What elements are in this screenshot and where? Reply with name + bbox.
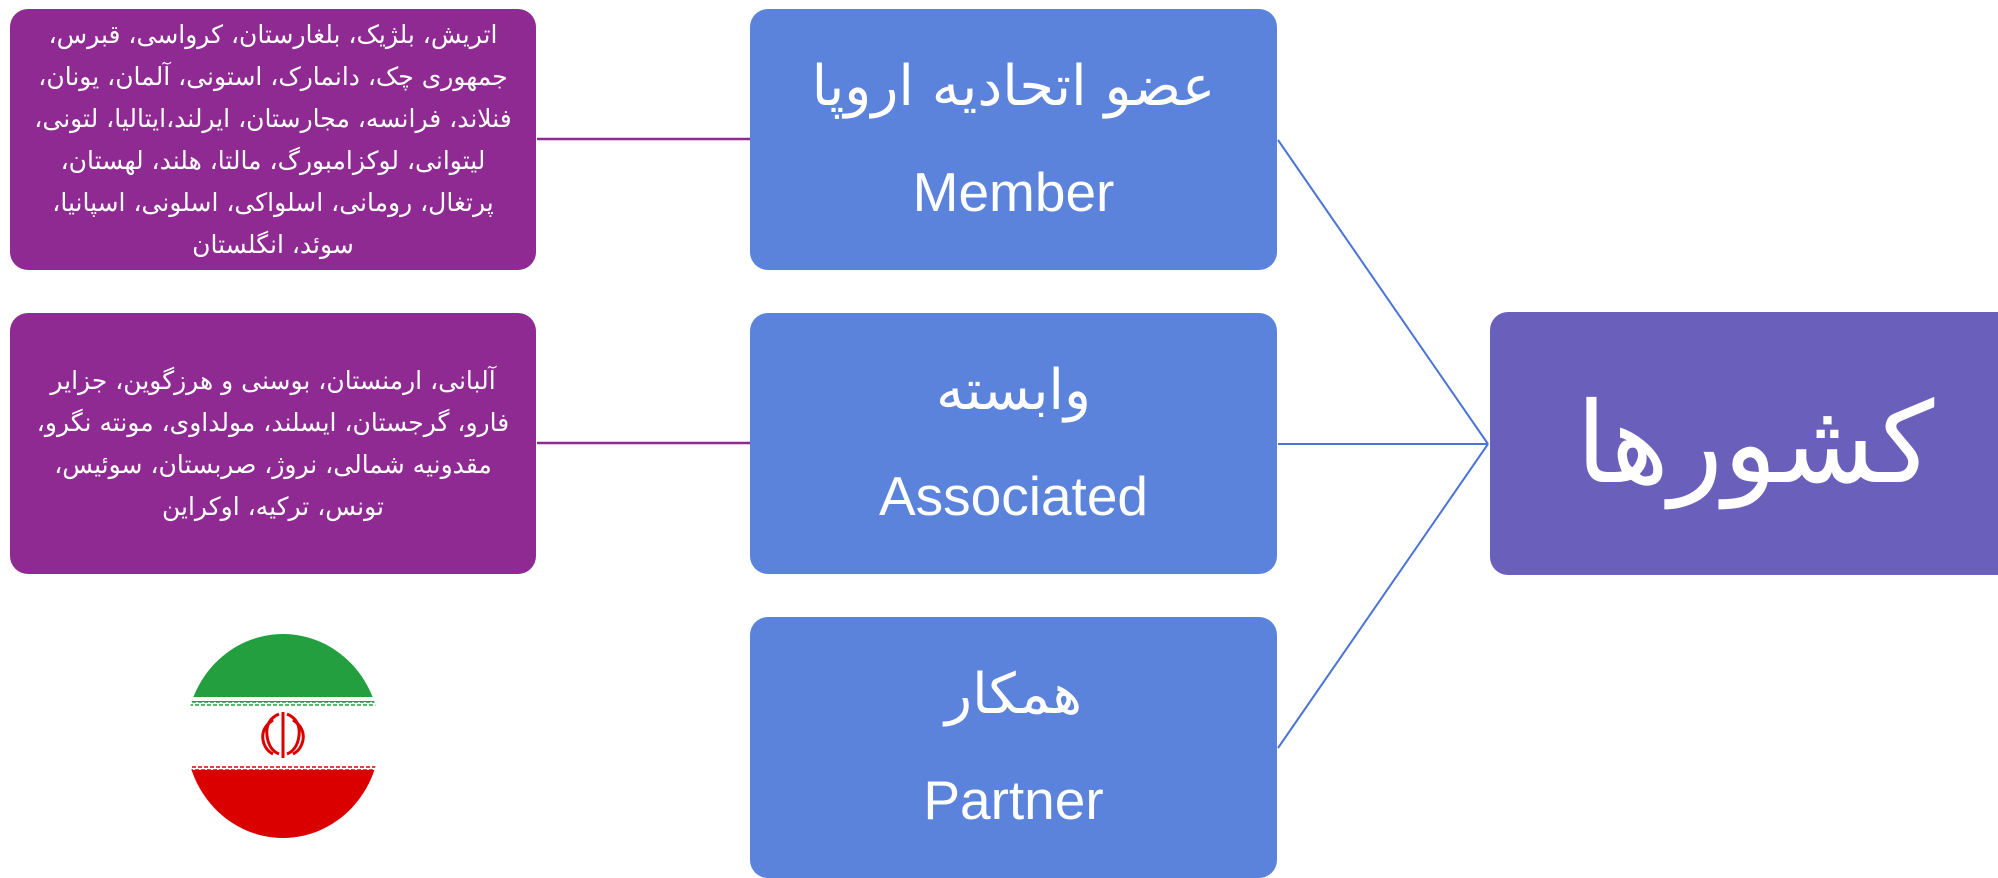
category-partner-label-en: Partner — [923, 769, 1104, 831]
category-member-label-en: Member — [912, 161, 1115, 223]
category-member: عضو اتحادیه اروپا Member — [750, 9, 1277, 270]
connector-root-member — [1277, 139, 1489, 445]
category-associated: وابسته Associated — [750, 313, 1277, 574]
root-label: کشورها — [1575, 378, 1935, 509]
associated-countries-box: آلبانی، ارمنستان، بوسنی و هرزگوین، جزایر… — [10, 313, 536, 574]
iran-flag-icon — [186, 634, 380, 838]
category-partner-label-fa: همکار — [945, 662, 1082, 727]
category-partner: همکار Partner — [750, 617, 1277, 878]
associated-countries-text: آلبانی، ارمنستان، بوسنی و هرزگوین، جزایر… — [36, 365, 510, 521]
member-countries-box: اتریش، بلژیک، بلغارستان، کرواسی، قبرس، ج… — [10, 9, 536, 270]
root-node: کشورها — [1490, 312, 1998, 575]
category-associated-label-en: Associated — [878, 465, 1149, 527]
member-countries-text: اتریش، بلژیک، بلغارستان، کرواسی، قبرس، ج… — [34, 19, 512, 259]
category-member-label-fa: عضو اتحادیه اروپا — [811, 54, 1216, 119]
category-associated-label-fa: وابسته — [935, 358, 1092, 423]
connector-root-partner — [1277, 443, 1489, 749]
